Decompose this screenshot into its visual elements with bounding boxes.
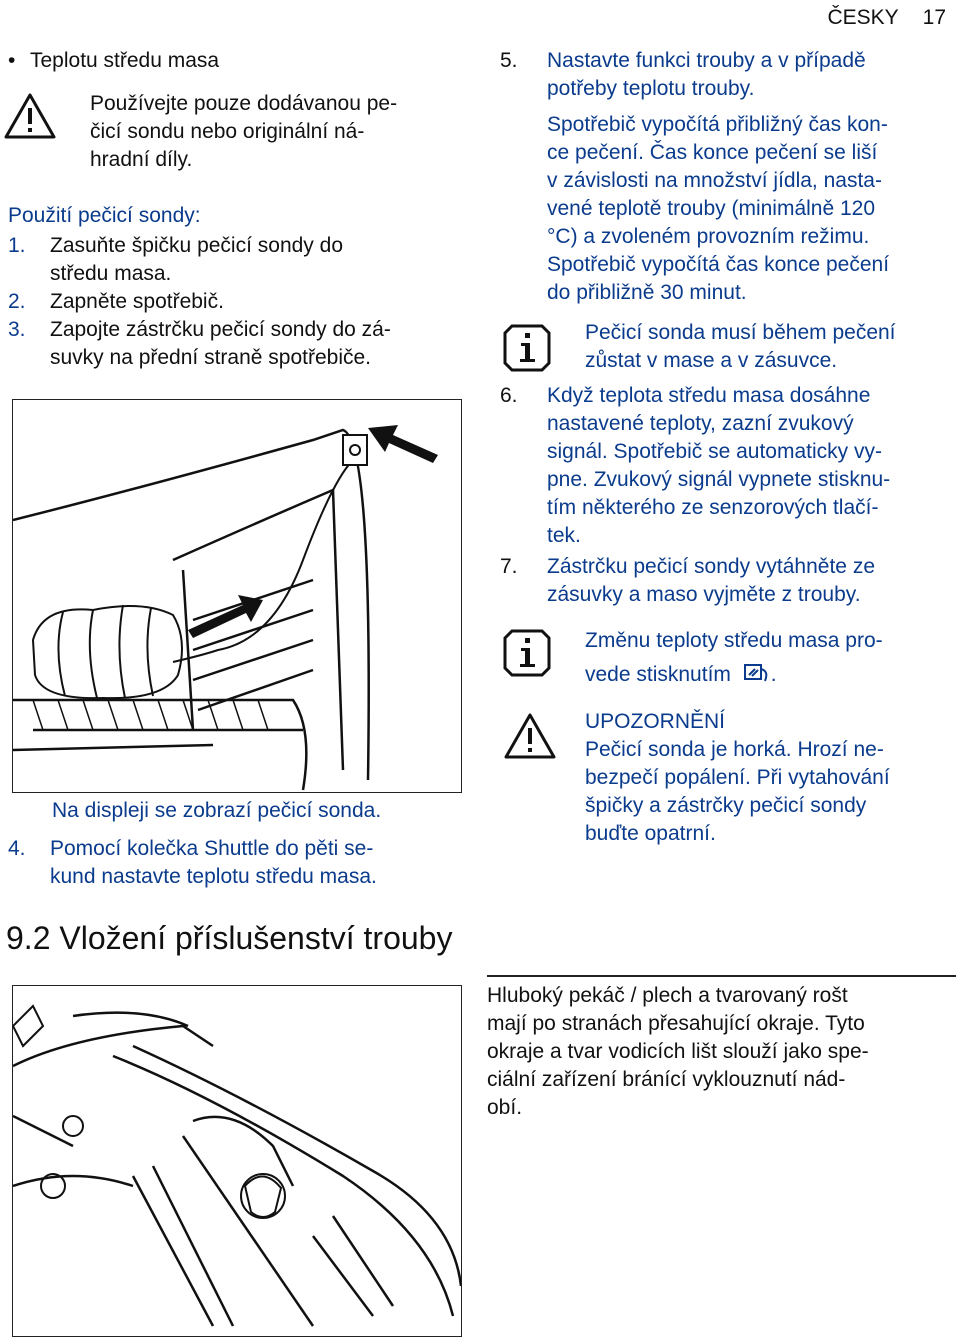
info-note-1: Pečicí sonda musí během pečení zůstat v … xyxy=(585,321,896,372)
header-language: ČESKY xyxy=(827,6,899,29)
page-header: ČESKY 17 xyxy=(803,6,946,30)
accessory-drawing xyxy=(11,1004,463,1327)
warning-triangle-icon xyxy=(504,713,556,759)
step-6: 6. Když teplota středu masa dosáhne nast… xyxy=(500,384,891,547)
info-note-2: Změnu teploty středu masa pro- vede stis… xyxy=(585,629,883,686)
bullet-text: Teplotu středu masa xyxy=(30,49,220,72)
section-paragraph: Hluboký pekáč / plech a tvarovaný rošt m… xyxy=(487,984,869,1119)
step-3: 3. Zapojte zástrčku pečicí sondy do zá- … xyxy=(8,318,391,369)
step-4: 4. Pomocí kolečka Shuttle do pěti se- ku… xyxy=(8,837,377,888)
caution-text: Pečicí sonda je horká. Hrozí ne- bezpečí… xyxy=(585,738,890,845)
section-number: 9.2 xyxy=(6,920,51,956)
section-divider xyxy=(487,975,956,977)
warning-triangle-icon xyxy=(4,93,56,139)
accessory-illustration xyxy=(11,985,463,1337)
oven-probe-drawing xyxy=(12,425,438,791)
caution-title: UPOZORNĚNÍ xyxy=(585,710,726,733)
warning-text: Používejte pouze dodávanou pe- čicí sond… xyxy=(90,92,398,171)
step-1: 1. Zasuňte špičku pečicí sondy do středu… xyxy=(8,234,343,285)
section-heading: Použití pečicí sondy: xyxy=(8,204,201,227)
page-number: 17 xyxy=(922,6,946,29)
section-title-text: Vložení příslušenství trouby xyxy=(59,920,453,956)
step-7: 7. Zástrčku pečicí sondy vytáhněte ze zá… xyxy=(500,555,875,606)
oven-probe-illustration xyxy=(12,399,462,793)
steps-list: 1. Zasuňte špičku pečicí sondy do středu… xyxy=(8,232,478,372)
bullet-item: •Teplotu středu masa xyxy=(8,49,220,72)
display-note: Na displeji se zobrazí pečicí sonda. xyxy=(52,799,382,822)
section-title: 9.2 Vložení příslušenství trouby xyxy=(6,918,452,958)
info-icon xyxy=(503,629,551,677)
step-5: 5. Nastavte funkci trouby a v případě po… xyxy=(500,49,866,100)
probe-button-icon xyxy=(743,664,768,682)
step-2: 2. Zapněte spotřebič. xyxy=(8,290,224,313)
step-5-paragraph: Spotřebič vypočítá přibližný čas kon- ce… xyxy=(547,113,890,304)
info-icon xyxy=(503,324,551,372)
